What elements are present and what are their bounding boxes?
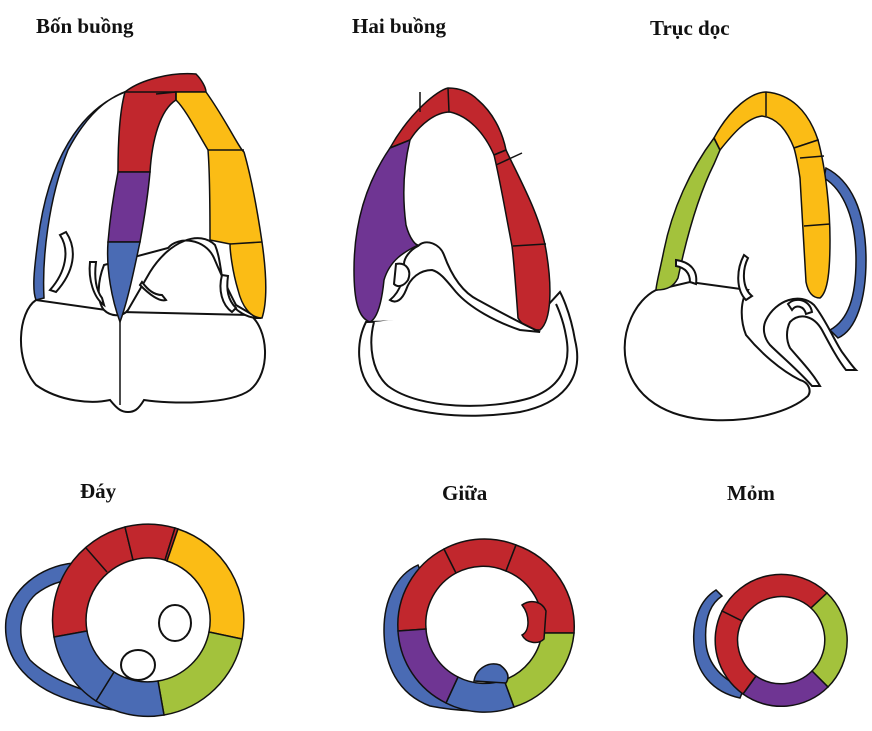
four-chamber-purple-septum <box>108 172 150 242</box>
basal-short-axis <box>6 524 244 716</box>
four-chamber-left-leaflet <box>50 232 73 292</box>
mid-inferolateral-green <box>504 633 574 707</box>
basal-anterior-septal-red <box>52 527 133 637</box>
mid-anterior-red <box>398 549 456 631</box>
basal-papillary-lower <box>121 650 155 680</box>
two-chamber-view <box>354 88 577 416</box>
long-axis-view <box>625 92 866 420</box>
four-chamber-valve-tip <box>140 282 166 300</box>
four-chamber-red-apex <box>125 74 206 94</box>
basal-papillary-upper <box>159 605 191 641</box>
two-chamber-purple-wall <box>354 140 418 322</box>
four-chamber-right-valve <box>220 275 236 312</box>
apical-short-axis <box>694 574 847 706</box>
four-chamber-atria <box>21 300 265 412</box>
apex-lateral-green <box>811 593 847 687</box>
long-axis-leaflet-right <box>738 255 752 300</box>
four-chamber-red-septum <box>118 92 176 172</box>
mid-anterior-red-2 <box>444 539 516 573</box>
two-chamber-leaflet <box>394 264 409 286</box>
long-axis-yellow-septum <box>794 140 830 298</box>
mid-short-axis <box>384 539 574 712</box>
mid-papillary-red <box>522 602 546 643</box>
two-chamber-red-wall <box>494 150 550 330</box>
apex-anterior-red <box>722 574 827 621</box>
basal-inferolateral-green <box>158 632 242 715</box>
four-chamber-view <box>21 74 266 412</box>
mid-papillary-blue <box>474 664 508 683</box>
